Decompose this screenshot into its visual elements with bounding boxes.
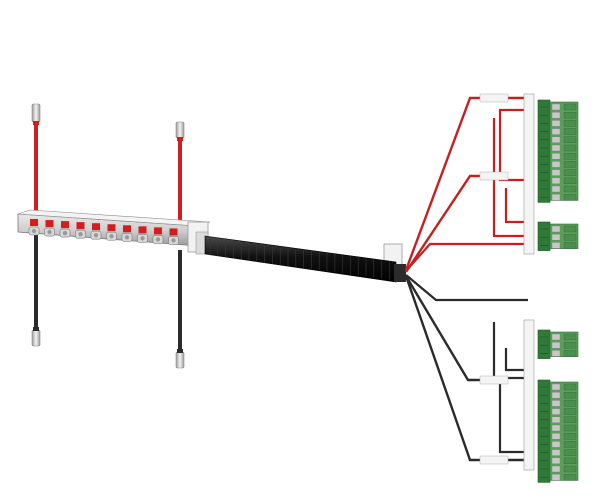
distribution-pole <box>168 228 179 245</box>
ferrule-bottom-2 <box>175 351 185 369</box>
ferrule-bottom-1 <box>31 329 41 347</box>
black-wire-b <box>404 275 500 382</box>
terminal-block-top-large <box>537 99 579 203</box>
distribution-poles <box>28 219 179 245</box>
terminal-block-top-small <box>537 221 579 251</box>
distribution-pole <box>106 224 117 241</box>
red-wire-b <box>405 174 500 273</box>
terminal-block-bottom-small <box>537 329 579 359</box>
fan-out-wires <box>404 96 528 462</box>
distribution-pole <box>28 219 40 236</box>
ferrule-top-1 <box>31 103 41 123</box>
black-wire-a <box>404 275 528 462</box>
distribution-pole <box>90 223 102 240</box>
terminal-block-bottom-large <box>537 379 579 483</box>
terminal-loops <box>492 108 530 454</box>
distribution-pole <box>152 227 164 244</box>
red-wire-a <box>404 96 528 271</box>
black-wire-c <box>405 274 528 302</box>
distribution-pole <box>59 221 71 238</box>
terminal-blocks <box>537 99 579 483</box>
red-wire-c <box>405 242 528 272</box>
ferrule-leads <box>31 103 185 369</box>
distribution-pole <box>44 220 55 237</box>
ferrule-top-2 <box>175 121 185 139</box>
distribution-pole <box>75 222 86 239</box>
mounting-rails <box>479 93 535 471</box>
distribution-pole <box>137 226 148 243</box>
distribution-bar <box>17 209 211 247</box>
rail-top <box>523 93 535 255</box>
rail-bottom <box>523 319 535 471</box>
cable-conduit <box>204 235 406 283</box>
distribution-pole <box>121 225 133 242</box>
